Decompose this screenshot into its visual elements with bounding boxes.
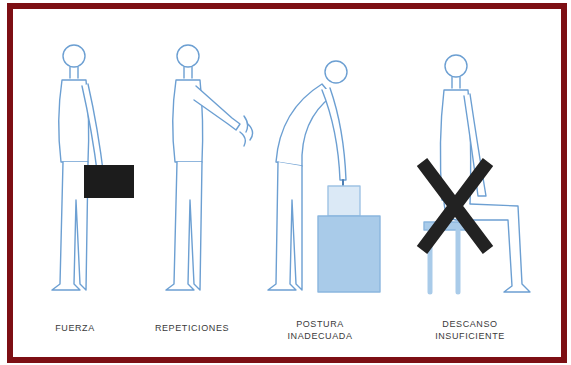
frame-border (10, 6, 564, 360)
factor-label: POSTURA INADECUADA (279, 318, 361, 342)
work-table (318, 216, 380, 292)
cross-mark (422, 162, 488, 250)
factor-label: REPETICIONES (142, 322, 242, 334)
load-box (84, 165, 134, 198)
factor-label: FUERZA (30, 322, 120, 334)
workpiece (328, 186, 360, 216)
standing-figure (166, 45, 253, 290)
factor-label: DESCANSO INSUFICIENTE (427, 318, 513, 342)
